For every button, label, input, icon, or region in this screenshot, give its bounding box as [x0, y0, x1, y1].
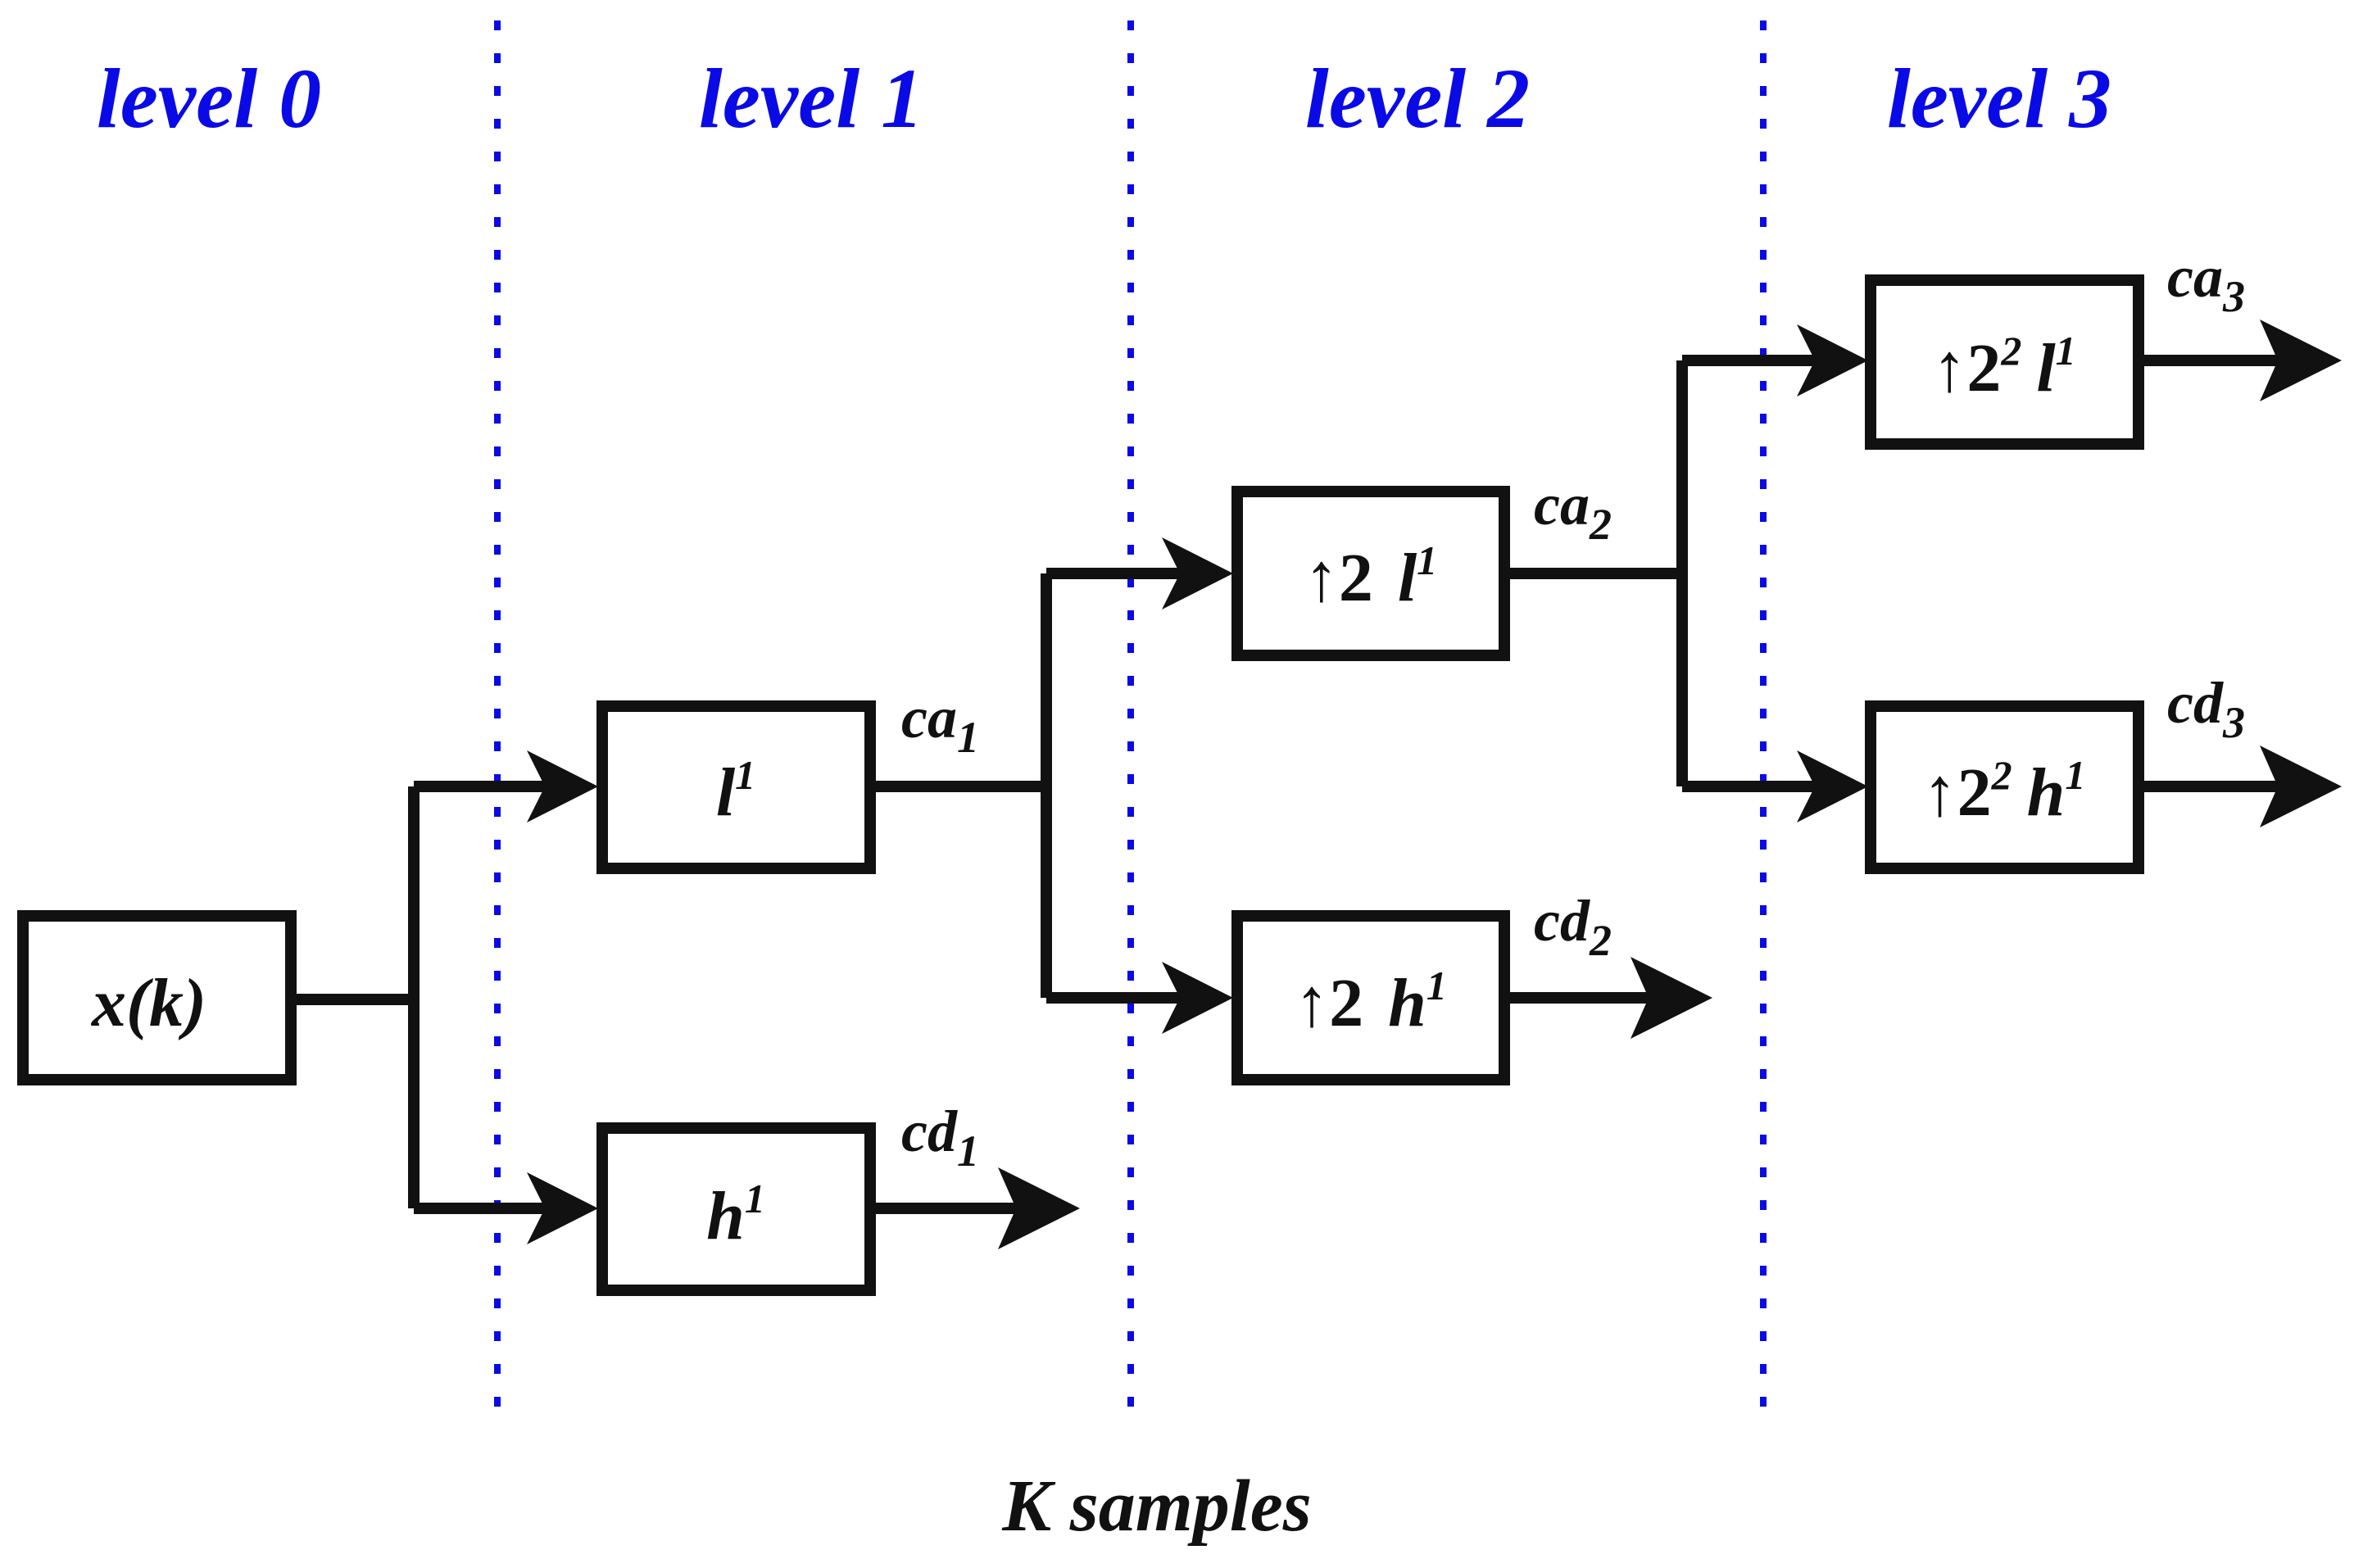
arrow-to-l1-icon — [527, 750, 598, 823]
signal-labels: ca1 cd1 ca2 cd2 ca3 cd3 — [901, 244, 2245, 1176]
upsampled-highpass-label: h — [1388, 965, 1426, 1041]
upsampled-lowpass-sup: 1 — [1417, 537, 1437, 583]
svg-text:l1: l1 — [716, 752, 755, 831]
upsampled-highpass-box-level3 — [1865, 700, 2144, 874]
level-2-label: level 2 — [1305, 52, 1530, 146]
ca1-to-level2-wire — [870, 568, 1180, 1004]
arrowheads — [527, 319, 2342, 1249]
block-l1-highpass: h1 — [596, 1122, 876, 1296]
upsampled-lowpass-label: l — [1398, 540, 1417, 616]
upsampled-lowpass-sup: 1 — [2056, 328, 2076, 374]
cd3-label: cd3 — [2167, 670, 2245, 747]
svg-text:↑2l1: ↑2 l1 — [1304, 537, 1437, 616]
highpass-filter-box — [596, 1122, 876, 1296]
level-headings: level 0 level 1 level 2 level 3 — [97, 52, 2111, 146]
upsample-factor-label: ↑2 — [1932, 330, 2001, 406]
block-l2-highpass: ↑2 h1 — [1231, 910, 1510, 1085]
input-to-level1-wire — [291, 781, 545, 1214]
ca3-arrow-icon — [2260, 319, 2342, 401]
upsampled-highpass-box — [1231, 910, 1510, 1085]
block-l2-lowpass: ↑2 l1 — [1231, 486, 1510, 661]
upsampled-highpass-sup: 1 — [1426, 963, 1447, 1008]
upsampled-highpass-sup: 1 — [2065, 752, 2085, 798]
level-dividers — [494, 20, 1767, 1430]
upsample-exponent: 2 — [1991, 752, 2012, 798]
footer-caption: K samples — [1001, 1466, 1312, 1547]
ca1-label: ca1 — [901, 685, 979, 762]
arrow-to-h1-icon — [527, 1172, 598, 1244]
upsampled-lowpass-box-level3 — [1865, 274, 2144, 450]
svg-text:h1: h1 — [706, 1176, 765, 1254]
cd3-arrow-icon — [2260, 745, 2342, 827]
block-input: x(k) — [17, 910, 297, 1085]
input-signal-label: x(k) — [90, 965, 206, 1041]
svg-text:↑2h1: ↑2 h1 — [1295, 963, 1447, 1041]
ca2-to-level3-wire — [1504, 355, 1815, 792]
arrow-to-h3-icon — [1797, 750, 1868, 823]
level-0-label: level 0 — [97, 52, 321, 146]
arrow-to-l3-icon — [1797, 324, 1868, 397]
cd1-label: cd1 — [901, 1099, 979, 1176]
upsample-factor-label: ↑2 — [1295, 965, 1363, 1041]
highpass-filter-label: h — [706, 1178, 745, 1254]
upsample-factor-label: ↑2 — [1923, 755, 1992, 831]
cd2-label: cd2 — [1534, 888, 1612, 965]
cd1-arrow-icon — [998, 1167, 1080, 1249]
block-l1-lowpass: l1 — [596, 700, 876, 874]
upsample-exponent: 2 — [2000, 328, 2021, 374]
level-1-label: level 1 — [699, 52, 923, 146]
input-box — [17, 910, 297, 1085]
level-3-label: level 3 — [1887, 52, 2111, 146]
lowpass-filter-sup: 1 — [735, 752, 755, 798]
upsample-factor-label: ↑2 — [1304, 540, 1373, 616]
cd2-arrow-icon — [1631, 957, 1712, 1039]
upsampled-lowpass-label: l — [2036, 330, 2056, 406]
upsampled-lowpass-box — [1231, 486, 1510, 661]
arrow-to-h2-icon — [1162, 962, 1233, 1034]
lowpass-filter-box — [596, 700, 876, 874]
highpass-filter-sup: 1 — [745, 1176, 765, 1221]
lowpass-filter-label: l — [716, 755, 736, 831]
upsampled-highpass-label: h — [2027, 755, 2066, 831]
connections — [291, 355, 2278, 1214]
ca3-label: ca3 — [2167, 244, 2245, 321]
ca2-label: ca2 — [1534, 472, 1612, 549]
arrow-to-l2-icon — [1162, 537, 1233, 610]
